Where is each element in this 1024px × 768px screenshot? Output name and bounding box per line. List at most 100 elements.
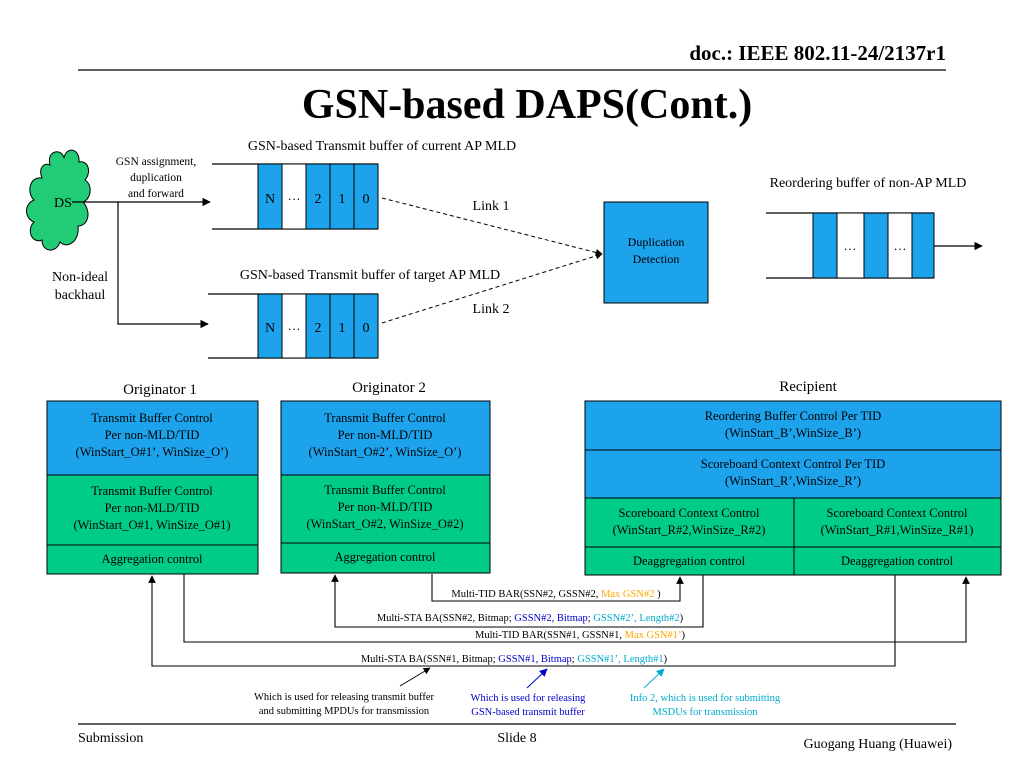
buffer-cell-ellipsis-text: … [288,188,301,203]
frame1-label: Multi-TID BAR(SSN#2, GSSN#2, Max GSN#2 ) [451,589,661,600]
frame2-label-b: GSSN#2, Bitmap [514,613,588,624]
r-deagg-right-box [793,546,1002,576]
o1-tbc2-box [46,474,259,546]
note-black-l1: Which is used for releasing transmit buf… [254,692,435,703]
buffer-t-cell-n [257,293,283,359]
link1-label: Link 1 [473,199,510,214]
r-score-left-l1: Scoreboard Context Control [619,506,760,520]
originator2-heading: Originator 2 [352,380,426,396]
originator1: Transmit Buffer Control Per non-MLD/TID … [46,400,259,575]
frame4-label-d: GSSN#1’, Length#1 [577,654,663,665]
buffer-t-cell-0 [353,293,379,359]
frame2-line [331,574,704,628]
r-deagg-left-box [584,546,795,576]
r-deagg-right: Deaggregation control [841,554,954,568]
o1-tbc1-l2: Per non-MLD/TID [105,428,200,442]
o1-tbc2-l1: Transmit Buffer Control [91,484,213,498]
frame4-line [148,575,896,667]
o2-tbc1-l3: (WinStart_O#2’, WinSize_O’) [309,445,462,459]
reorder-cell-4 [887,212,913,279]
buffer-cell-1 [329,163,355,230]
note-cyan-pointer [643,668,665,689]
o2-tbc2-l3: (WinStart_O#2, WinSize_O#2) [306,517,463,531]
r-score-box [584,449,1002,499]
frame1-line [431,574,684,602]
buffer-t-cell-1 [329,293,355,359]
buffer-t-cell-1-text: 1 [339,321,346,336]
frame2-label-a: Multi-STA BA(SSN#2, Bitmap; [377,613,514,624]
frame4-label: Multi-STA BA(SSN#1, Bitmap; GSSN#1, Bitm… [361,654,668,665]
buffer-cell-ellipsis [281,163,307,230]
reorder-label: Reordering buffer of non-AP MLD [770,176,967,191]
frame4-label-a: Multi-STA BA(SSN#1, Bitmap; [361,654,498,665]
ds-cloud: DS [26,149,91,251]
gsn-assign-3: and forward [128,188,184,200]
buffer-t-cell-2 [305,293,331,359]
frame3-label-b: Max GSN#1’ [625,630,682,641]
ds-label: DS [54,196,72,211]
buffer-cell-n-text: N [265,192,275,207]
frame3-label: Multi-TID BAR(SSN#1, GSSN#1, Max GSN#1’) [475,630,686,641]
r-score-right-l1: Scoreboard Context Control [827,506,968,520]
dup-detection-line2: Detection [633,252,680,266]
buffer-t-cell-ellipsis [281,293,307,359]
frame1-label-b: Max GSN#2 [601,589,657,600]
buffer-t-cell-n-text: N [265,321,275,336]
gsn-assign-1: GSN assignment, [116,156,197,168]
o2-tbc2-l1: Transmit Buffer Control [324,483,446,497]
ds-to-target-line [117,202,209,329]
reorder-ellipsis-1: … [844,238,857,253]
o2-agg-box [280,542,491,574]
buffer-t-cell-2-text: 2 [315,321,322,336]
r-score-left-l2: (WinStart_R#2,WinSize_R#2) [613,523,766,537]
o2-tbc2-l2: Per non-MLD/TID [338,500,433,514]
note-blue-l2: GSN-based transmit buffer [471,707,585,718]
r-score-l2: (WinStart_R’,WinSize_R’) [725,474,861,488]
link1-arrow [381,197,603,256]
doc-label: doc.: IEEE 802.11-24/2137r1 [689,41,946,65]
link2-arrow [381,252,603,324]
buffer-current-label: GSN-based Transmit buffer of current AP … [248,139,516,154]
recipient-heading: Recipient [779,379,837,395]
frame4-label-b: GSSN#1, Bitmap [498,654,572,665]
r-reorder-l2: (WinStart_B’,WinSize_B’) [725,426,861,440]
page-title: GSN-based DAPS(Cont.) [302,82,752,128]
link2-label: Link 2 [473,302,510,317]
note-black-pointer [399,667,431,687]
o2-tbc1-box [280,400,491,476]
originator2: Transmit Buffer Control Per non-MLD/TID … [280,400,491,574]
reorder-cell-1 [812,212,838,279]
o1-tbc2-l2: Per non-MLD/TID [105,501,200,515]
frame2-label: Multi-STA BA(SSN#2, Bitmap; GSSN#2, Bitm… [377,613,684,624]
reorder-cell-5 [911,212,935,279]
o1-agg-box [46,544,259,575]
buffer-cell-n [257,163,283,230]
r-score-left-box [584,497,795,548]
frame2-label-d: GSSN#2’, Length#2 [593,613,679,624]
dup-detection-box [603,201,709,304]
o2-tbc1-l1: Transmit Buffer Control [324,411,446,425]
dup-detection-line1: Duplication [628,235,685,249]
r-score-right-l2: (WinStart_R#1,WinSize_R#1) [821,523,974,537]
frame3-line [183,574,970,643]
o2-agg: Aggregation control [334,550,436,564]
r-deagg-left: Deaggregation control [633,554,746,568]
note-blue-l1: Which is used for releasing [471,693,587,704]
frame3-label-c: ) [682,630,686,641]
frame1-label-a: Multi-TID BAR(SSN#2, GSSN#2, [451,589,601,600]
o1-tbc1-l3: (WinStart_O#1’, WinSize_O’) [76,445,229,459]
footer-slide: Slide 8 [497,731,536,746]
o1-tbc2-l3: (WinStart_O#1, WinSize_O#1) [73,518,230,532]
non-ideal-2: backhaul [55,288,106,303]
buffer-current: N … 2 1 0 [257,163,379,230]
o2-tbc2-box [280,474,491,544]
note-blue-pointer [526,668,548,689]
footer-submission: Submission [78,731,143,746]
r-score-l1: Scoreboard Context Control Per TID [701,457,885,471]
gsn-assign-2: duplication [130,172,182,184]
note-cyan-l2: MSDUs for transmission [652,707,758,718]
frame2-label-c: ; [588,613,594,624]
buffer-t-cell-ellipsis-text: … [288,318,301,333]
frame2-label-e: ) [680,613,684,624]
